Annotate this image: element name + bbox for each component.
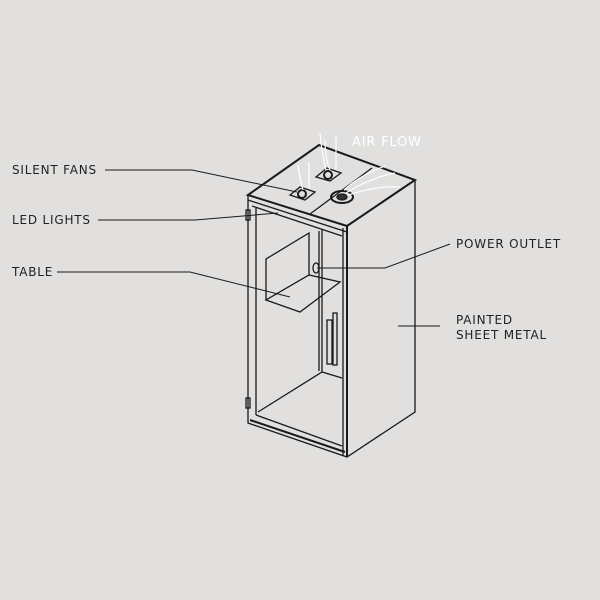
interior <box>257 230 343 413</box>
label-silent-fans: SILENT FANS <box>12 163 97 177</box>
leader-lines <box>57 169 451 327</box>
label-led-lights: LED LIGHTS <box>12 213 91 227</box>
label-air-flow: AIR FLOW <box>352 135 422 150</box>
label-power-outlet: POWER OUTLET <box>456 237 562 251</box>
door-handle <box>326 312 338 366</box>
table <box>264 231 342 313</box>
label-sheet-metal: SHEET METAL <box>456 328 547 342</box>
cabinet-outline <box>245 143 418 458</box>
airflow-arrows <box>297 132 401 196</box>
label-painted: PAINTED <box>456 313 513 327</box>
label-table: TABLE <box>12 265 54 279</box>
fan-icon <box>288 167 354 204</box>
